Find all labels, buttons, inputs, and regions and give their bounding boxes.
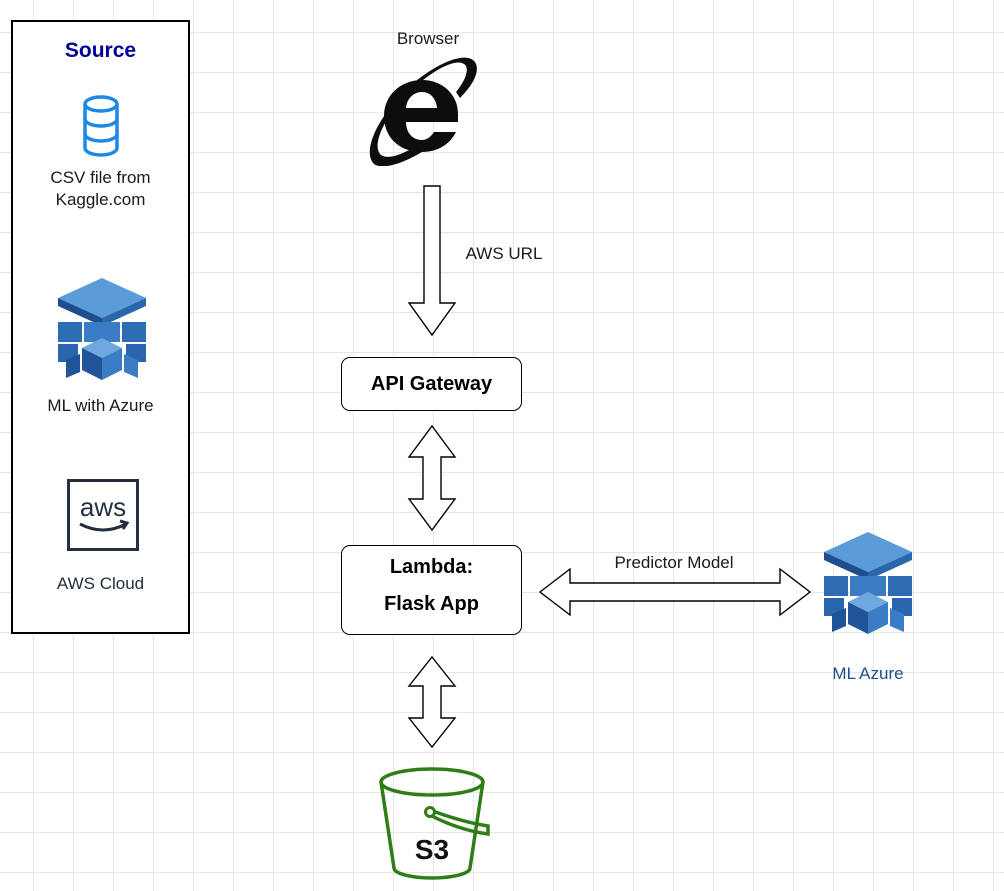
ml-azure-label: ML Azure [832, 664, 904, 683]
edge-label-aws-url: AWS URL [465, 244, 543, 263]
api-gateway-label: API Gateway [370, 373, 493, 395]
source-title: Source [64, 39, 137, 62]
source-item-csv-label: CSV file from Kaggle.com [13, 167, 188, 211]
edge-label-predictor-model: Predictor Model [614, 553, 734, 572]
arrow-gateway-lambda [407, 425, 457, 531]
database-icon [81, 94, 121, 158]
lambda-label-line2: Flask App [384, 593, 479, 615]
arrow-lambda-s3 [407, 656, 457, 748]
internet-explorer-icon [362, 52, 480, 166]
arrow-browser-to-gateway [408, 185, 456, 337]
s3-label: S3 [414, 834, 450, 865]
arrow-lambda-azure [538, 567, 812, 617]
source-item-aws-label-line1: AWS Cloud [56, 574, 145, 593]
azure-ml-icon [56, 276, 148, 382]
source-item-azure-label: ML with Azure [13, 395, 188, 417]
source-item-aws-label: AWS Cloud [13, 573, 188, 595]
browser-label: Browser [396, 29, 460, 48]
api-gateway-box: API Gateway [341, 357, 522, 411]
aws-logo-icon: aws [67, 479, 139, 551]
s3-bucket-icon [372, 764, 496, 882]
source-item-csv-label-line1: CSV file from [50, 168, 151, 187]
svg-text:aws: aws [80, 492, 126, 522]
ml-azure-icon [822, 530, 914, 636]
lambda-label-line1: Lambda: [389, 556, 474, 578]
source-item-azure-label-line1: ML with Azure [47, 396, 154, 415]
source-item-csv-label-line2: Kaggle.com [55, 190, 146, 209]
lambda-box: Lambda: Flask App [341, 545, 522, 635]
source-panel: Source CSV file from Kaggle.com [11, 20, 190, 634]
